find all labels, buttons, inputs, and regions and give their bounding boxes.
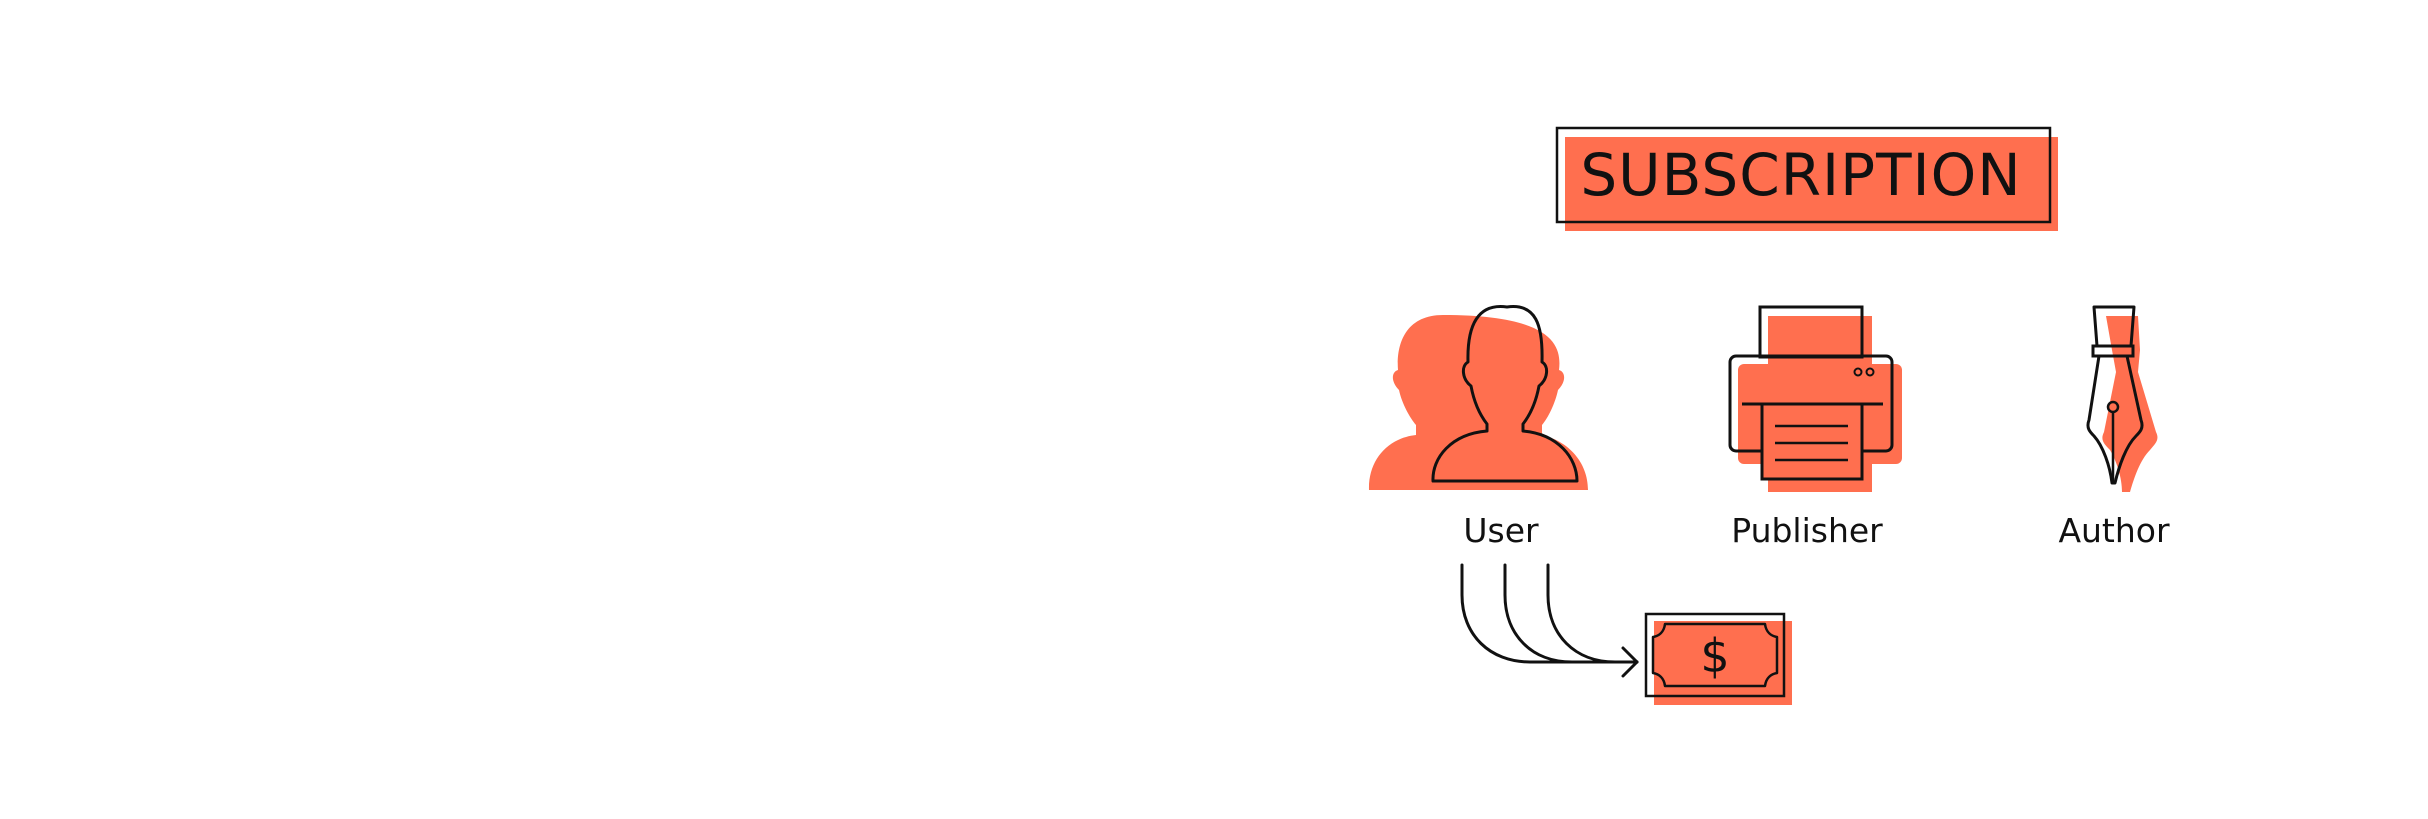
pen-fill <box>2102 316 2158 492</box>
bill-fill <box>1654 621 1792 705</box>
user-icon <box>1368 305 1588 490</box>
printer-icon <box>1728 305 1902 492</box>
bill-outline <box>1644 612 1786 698</box>
payment-arrow-head <box>1621 646 1639 678</box>
title-outline <box>1555 126 2052 224</box>
payment-arrow-line-1 <box>1460 563 1639 664</box>
title-box: SUBSCRIPTION <box>1555 126 2058 231</box>
printer-button-2 <box>1865 367 1875 377</box>
role-label-user: User <box>1463 511 1539 550</box>
dollar-bill-icon: $ <box>1644 612 1792 705</box>
user-icon-fill <box>1368 315 1588 490</box>
role-label-author: Author <box>2058 511 2170 550</box>
printer-button-1 <box>1853 367 1863 377</box>
role-label-publisher: Publisher <box>1731 511 1883 550</box>
fountain-pen-icon <box>2086 305 2158 492</box>
title-text: SUBSCRIPTION <box>1580 141 2021 209</box>
payment-arrow-line-3 <box>1546 563 1639 664</box>
dollar-sign: $ <box>1700 629 1729 683</box>
user-icon-outline <box>1431 305 1579 483</box>
payment-arrow-line-2 <box>1503 563 1639 664</box>
bill-inner-border <box>1651 622 1779 688</box>
pen-nib-outline <box>2086 354 2144 485</box>
title-fill <box>1565 137 2058 231</box>
printer-output-outline <box>1760 402 1864 481</box>
payment-arrows <box>1460 563 1639 678</box>
